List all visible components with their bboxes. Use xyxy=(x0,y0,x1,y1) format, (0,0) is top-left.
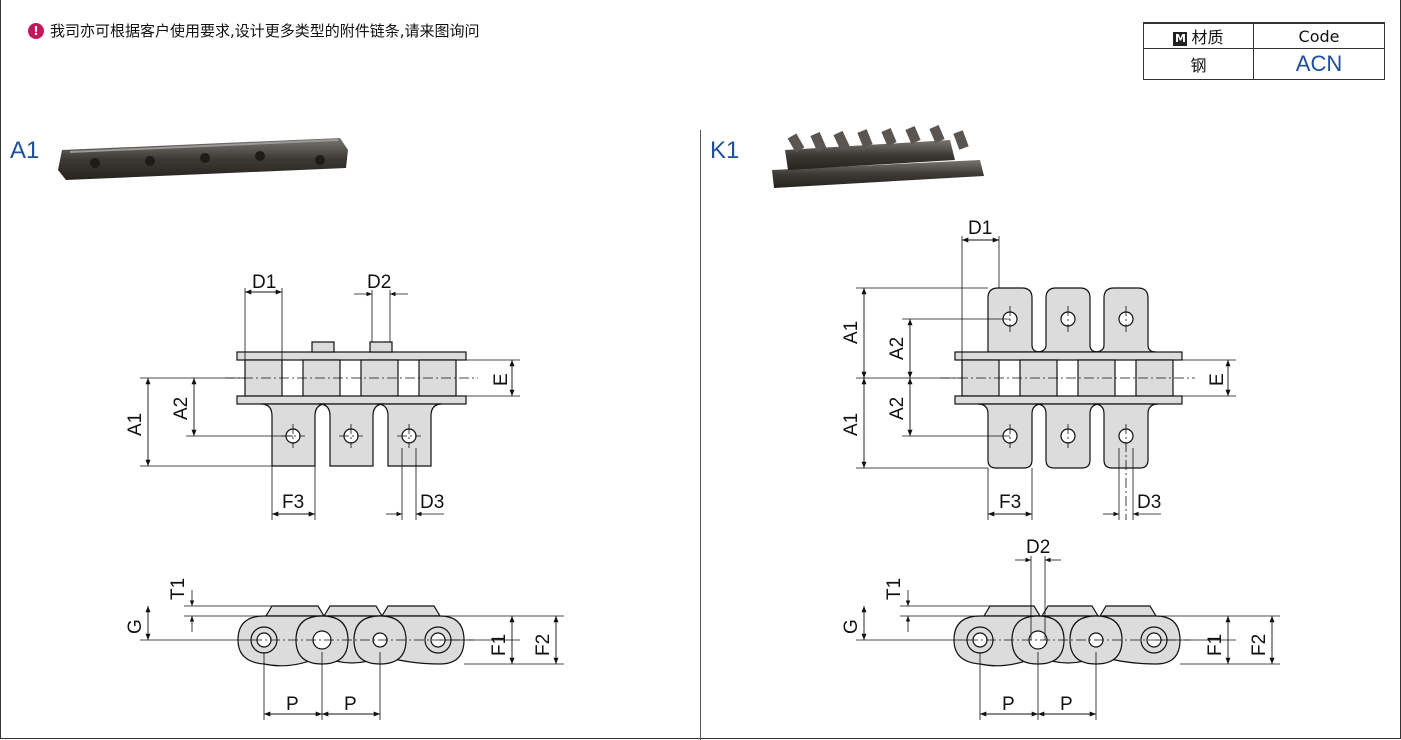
k1-label-d3: D3 xyxy=(1137,492,1161,513)
panel-title-k1: K1 xyxy=(710,137,740,164)
k1-side-view xyxy=(856,556,1280,720)
k1-label-f2: F2 xyxy=(1249,634,1270,656)
chain-photo-a1 xyxy=(58,138,348,180)
k1-label-e: E xyxy=(1207,373,1228,386)
k1-label-a2-bottom: A2 xyxy=(887,397,908,420)
k1-label-t1: T1 xyxy=(884,578,905,600)
code-value: ACN xyxy=(1253,48,1385,80)
k1-label-d1: D1 xyxy=(968,218,992,239)
k1-label-d2: D2 xyxy=(1026,537,1050,558)
a1-label-d3: D3 xyxy=(420,492,444,513)
panel-divider xyxy=(700,130,701,740)
k1-label-a1-top: A1 xyxy=(841,321,862,344)
chain-photo-k1 xyxy=(772,125,984,188)
material-value: 钢 xyxy=(1143,48,1254,80)
a1-label-f3: F3 xyxy=(282,492,304,513)
a1-label-e: E xyxy=(491,373,512,386)
a1-label-p1: P xyxy=(286,694,299,715)
a1-label-a2: A2 xyxy=(171,397,192,420)
notice: ! 我司亦可根据客户使用要求,设计更多类型的附件链条,请来图询问 xyxy=(28,20,480,41)
material-badge: M xyxy=(1173,32,1188,46)
a1-label-t1: T1 xyxy=(168,578,189,600)
k1-label-g: G xyxy=(841,619,862,634)
a1-label-g: G xyxy=(125,619,146,634)
a1-label-f1: F1 xyxy=(489,634,510,656)
a1-label-p2: P xyxy=(344,694,357,715)
a1-label-a1: A1 xyxy=(125,413,146,436)
k1-label-f3: F3 xyxy=(999,492,1021,513)
a1-top-view xyxy=(140,288,520,520)
notice-text: 我司亦可根据客户使用要求,设计更多类型的附件链条,请来图询问 xyxy=(50,22,480,40)
k1-label-p2: P xyxy=(1060,694,1073,715)
a1-label-f2: F2 xyxy=(533,634,554,656)
k1-top-view xyxy=(856,236,1236,520)
warning-icon: ! xyxy=(28,22,44,39)
panel-title-a1: A1 xyxy=(10,137,40,164)
a1-label-d1: D1 xyxy=(252,272,276,293)
k1-label-p1: P xyxy=(1002,694,1015,715)
a1-side-view xyxy=(140,590,564,720)
k1-label-a2-top: A2 xyxy=(887,337,908,360)
k1-label-a1-bottom: A1 xyxy=(841,413,862,436)
k1-label-f1: F1 xyxy=(1205,634,1226,656)
a1-label-d2: D2 xyxy=(367,272,391,293)
